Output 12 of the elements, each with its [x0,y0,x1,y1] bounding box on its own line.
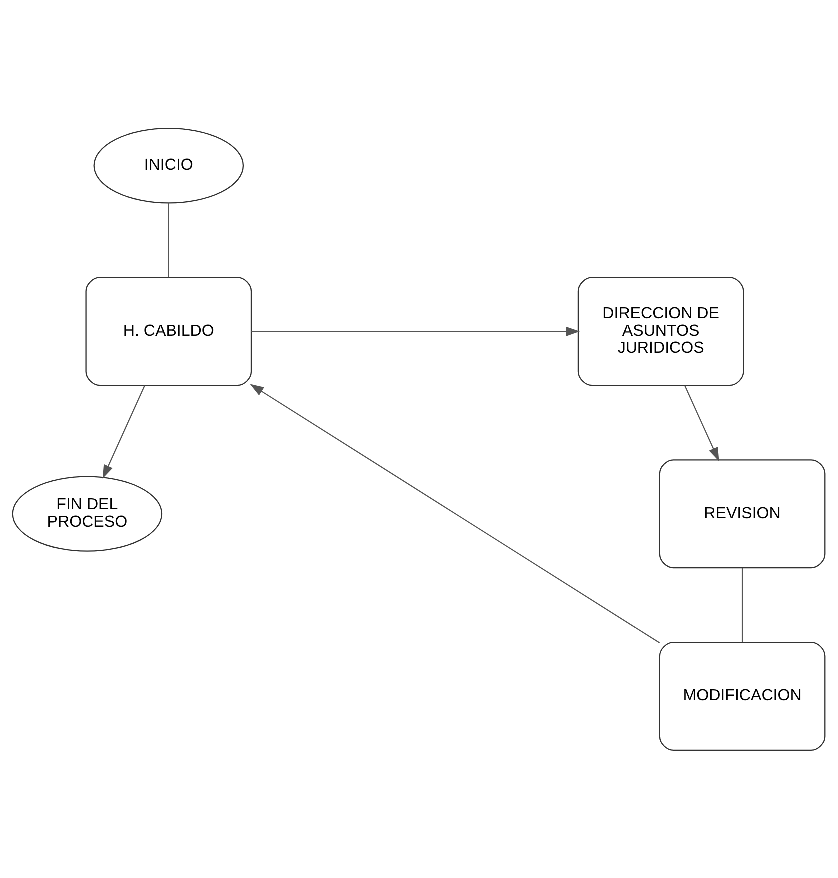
node-ellipse: INICIO [94,128,244,204]
node-box: REVISION [659,459,826,568]
node-box: MODIFICACION [659,642,826,750]
node-ellipse: FIN DEL PROCESO [12,476,163,552]
arrow [252,326,580,336]
arrow [102,385,146,478]
connector [742,568,744,642]
arrow [684,385,720,461]
node-box: DIRECCION DE ASUNTOS JURIDICOS [578,276,744,386]
arrow [250,384,660,643]
connector [168,202,170,278]
node-box: H. CABILDO [86,276,252,386]
